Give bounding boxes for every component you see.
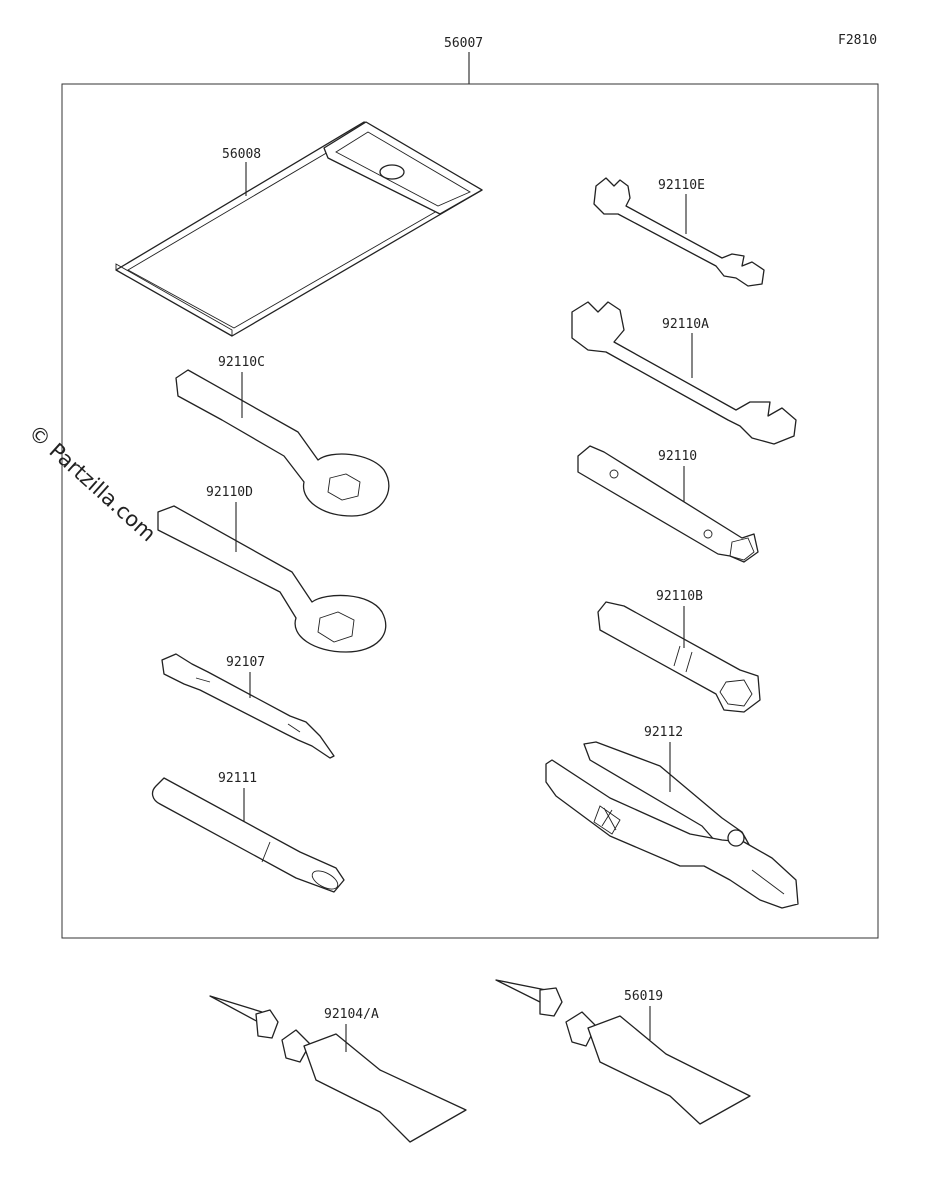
label-92110d[interactable]: 92110D (206, 485, 253, 500)
label-56019[interactable]: 56019 (624, 989, 663, 1004)
plug-wrench-92110b[interactable] (597, 601, 761, 713)
ring-wrench-92110c[interactable] (175, 369, 390, 517)
label-92104a[interactable]: 92104/A (324, 1007, 379, 1022)
label-92111[interactable]: 92111 (218, 771, 257, 786)
label-92110b[interactable]: 92110B (656, 589, 703, 604)
label-92110a[interactable]: 92110A (662, 317, 709, 332)
pouch-56008[interactable] (115, 121, 483, 337)
label-92112[interactable]: 92112 (644, 725, 683, 740)
screwdriver-92107[interactable] (161, 653, 335, 759)
label-92110[interactable]: 92110 (658, 449, 697, 464)
pliers-92112[interactable] (545, 741, 799, 909)
grease-tube-92104a[interactable] (209, 995, 467, 1143)
label-92107[interactable]: 92107 (226, 655, 265, 670)
ring-wrench-92110d[interactable] (157, 505, 387, 653)
label-56007[interactable]: 56007 (444, 36, 483, 51)
tool-kit-frame (61, 83, 879, 939)
label-92110e[interactable]: 92110E (658, 178, 705, 193)
handle-92111[interactable] (151, 777, 345, 893)
spanner-92110a[interactable] (571, 301, 797, 445)
figure-code: F2810 (838, 33, 877, 48)
label-56008[interactable]: 56008 (222, 147, 261, 162)
box-wrench-92110[interactable] (577, 445, 759, 563)
label-92110c[interactable]: 92110C (218, 355, 265, 370)
grease-tube-56019[interactable] (495, 979, 751, 1125)
spanner-92110e[interactable] (593, 177, 765, 287)
